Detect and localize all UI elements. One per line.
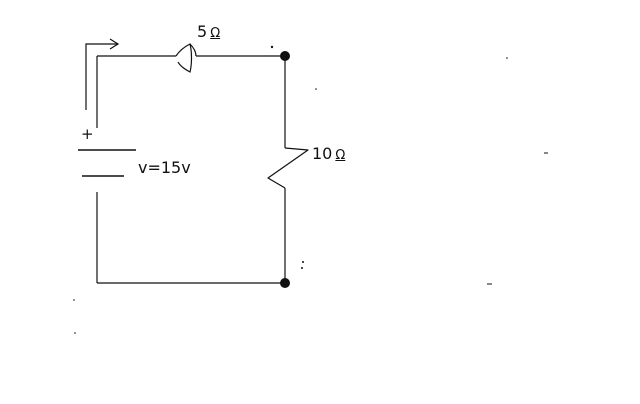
battery-polarity-label: + xyxy=(81,125,94,143)
source-voltage-label: v=15v xyxy=(138,158,191,177)
resistor-right-value: 10 xyxy=(312,144,333,163)
ohm-icon: Ω xyxy=(210,26,221,41)
sketch-speck xyxy=(73,299,75,301)
sketch-speck xyxy=(74,332,76,334)
resistor-top-value: 5 xyxy=(197,22,208,41)
sketch-speck xyxy=(315,88,317,90)
resistor-top-symbol xyxy=(175,43,197,73)
filled-dot-icon xyxy=(280,278,290,288)
sketch-speck xyxy=(302,261,304,263)
ohm-icon: Ω xyxy=(335,148,346,163)
resistor-right-symbol xyxy=(267,147,309,189)
sketch-speck xyxy=(506,57,508,59)
filled-dot-icon xyxy=(280,51,290,61)
sketch-speck xyxy=(301,267,303,269)
arrow-right-icon xyxy=(85,38,120,110)
sketch-speck xyxy=(270,45,274,49)
